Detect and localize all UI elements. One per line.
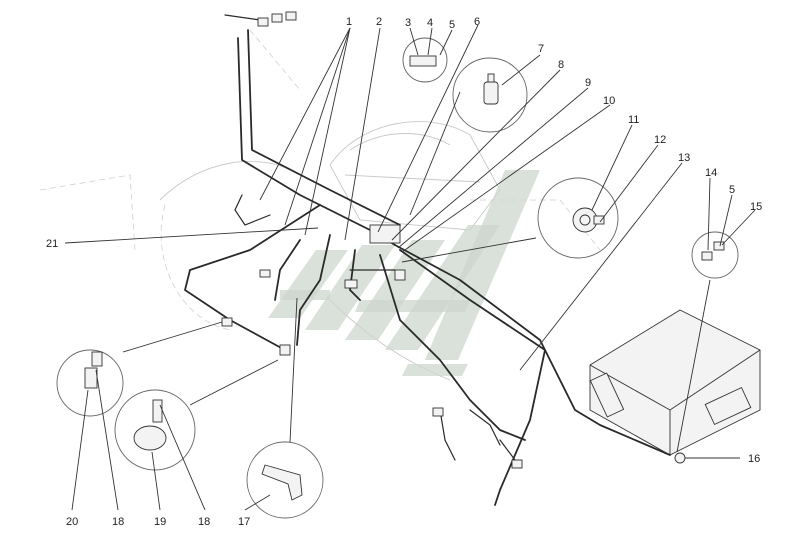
detail-circle-18-19 <box>114 389 196 471</box>
detail-circle-17 <box>246 441 324 519</box>
callout-2: 2 <box>376 16 382 28</box>
detail-circle-3-6 <box>402 37 448 83</box>
callout-21: 21 <box>46 238 58 250</box>
callout-12: 12 <box>654 134 666 146</box>
callout-1: 1 <box>346 16 352 28</box>
watermark-logo <box>268 170 540 376</box>
callout-11: 11 <box>628 114 639 126</box>
callout-18-right: 18 <box>198 516 210 528</box>
callout-7: 7 <box>538 43 544 55</box>
callout-5-battery: 5 <box>729 184 735 196</box>
callout-8: 8 <box>558 59 564 71</box>
detail-circle-18-20 <box>56 349 124 417</box>
harness-wires <box>184 14 671 506</box>
callout-20: 20 <box>66 516 78 528</box>
callout-18-left: 18 <box>112 516 124 528</box>
detail-circle-14-15 <box>691 231 739 279</box>
callout-9: 9 <box>585 77 591 89</box>
callout-labels: 1 2 3 4 5 6 7 8 9 10 11 12 13 14 5 15 16… <box>46 16 762 528</box>
callout-4: 4 <box>427 17 433 29</box>
callout-19: 19 <box>154 516 166 528</box>
battery-box <box>589 309 761 456</box>
detail-circle-11-12 <box>537 177 619 259</box>
callout-5: 5 <box>449 19 455 31</box>
callout-3: 3 <box>405 17 411 29</box>
callout-14: 14 <box>705 167 717 179</box>
detail-circle-7 <box>452 57 528 133</box>
callout-16: 16 <box>748 453 760 465</box>
machine-outline <box>39 29 601 381</box>
callout-6: 6 <box>474 16 480 28</box>
leader-lines <box>64 24 756 511</box>
callout-10: 10 <box>603 95 615 107</box>
callout-15: 15 <box>750 201 762 213</box>
harness-connectors <box>221 11 686 469</box>
callout-17: 17 <box>238 516 250 528</box>
callout-13: 13 <box>678 152 690 164</box>
